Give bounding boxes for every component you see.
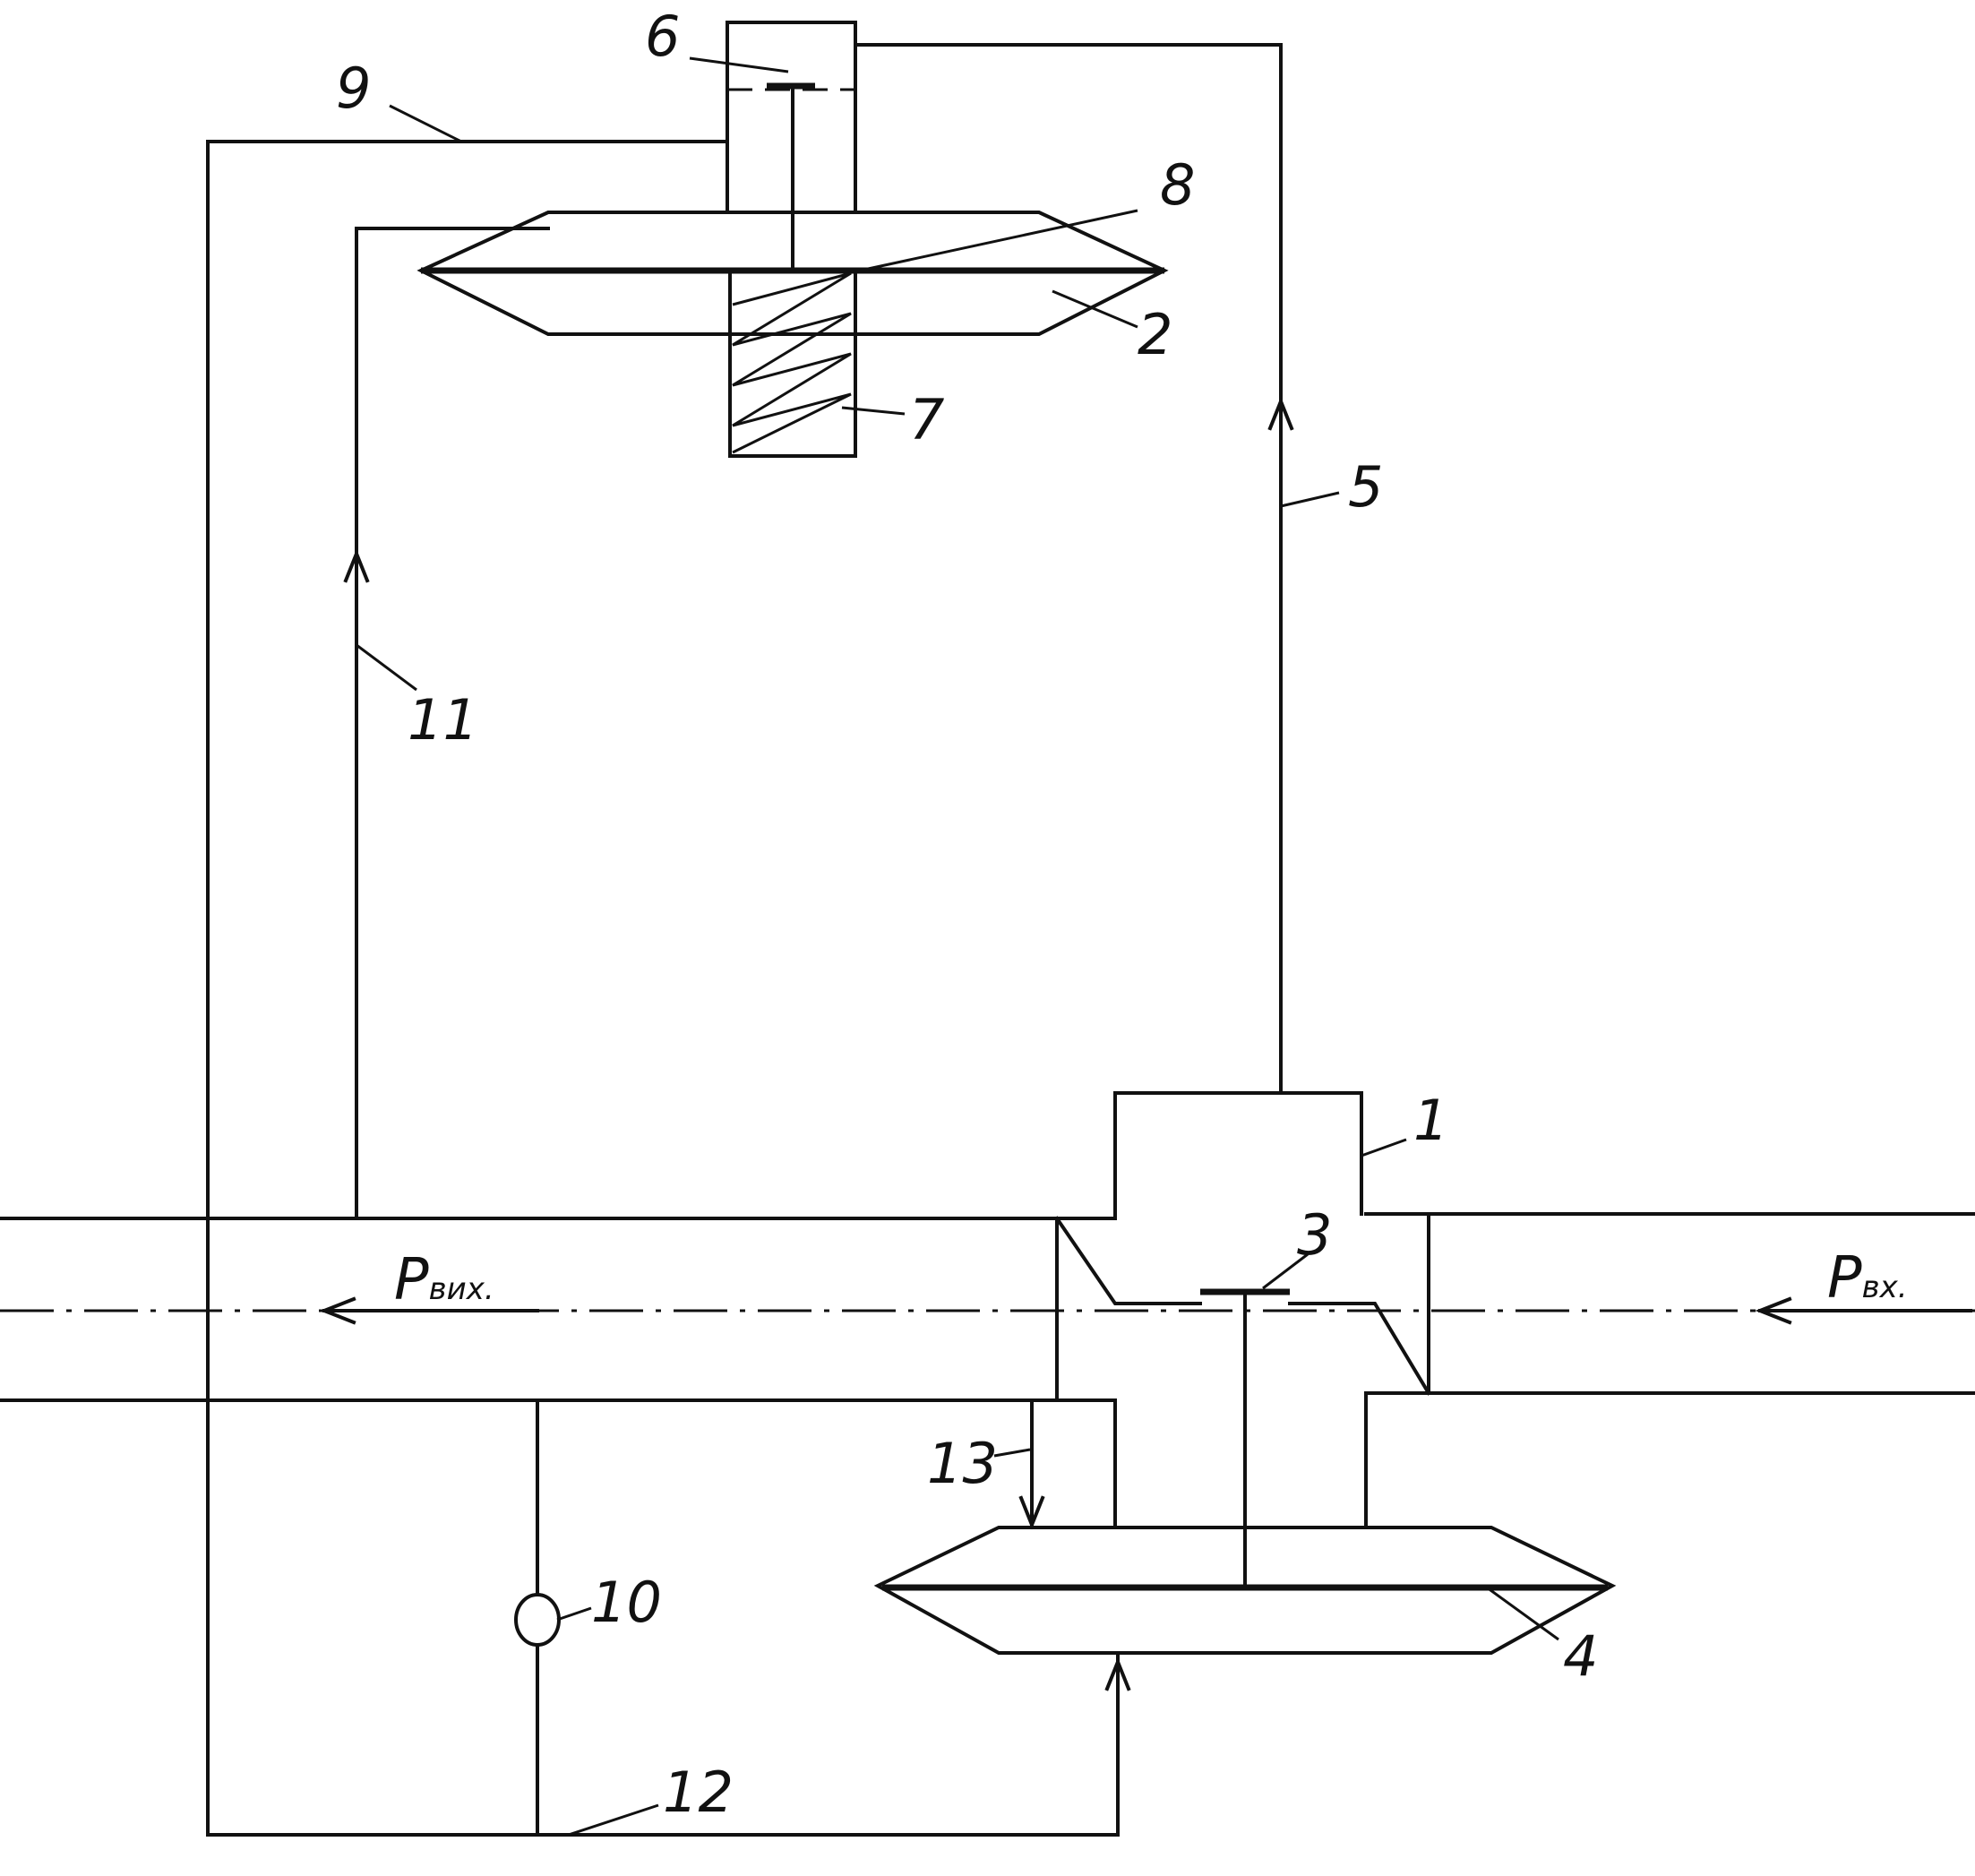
pipeline [0, 1212, 1975, 1402]
label-5: 5 [1348, 454, 1383, 520]
leader-lines [356, 56, 1559, 1837]
label-11: 11 [408, 687, 478, 753]
line-11 [343, 227, 550, 1220]
label-1: 1 [1413, 1088, 1448, 1153]
label-10: 10 [591, 1570, 662, 1635]
regulator-body [1054, 1091, 1431, 1529]
label-2: 2 [1138, 302, 1172, 367]
line-12 [514, 1398, 561, 1837]
valve-plug [1200, 1288, 1290, 1588]
label-3: 3 [1297, 1202, 1332, 1268]
label-6: 6 [645, 4, 680, 69]
label-13: 13 [927, 1431, 998, 1496]
throttle-10 [514, 1593, 561, 1647]
label-9: 9 [336, 56, 371, 121]
line-5 [854, 43, 1294, 1095]
label-8: 8 [1160, 152, 1195, 218]
line-9 [206, 140, 1131, 1837]
pilot-valve-housing [726, 21, 857, 272]
outlet-pressure-label: Pвих. [394, 1247, 494, 1313]
line-13 [1018, 1398, 1045, 1530]
label-12: 12 [663, 1760, 734, 1825]
flow-arrows [319, 1296, 1972, 1325]
spring-housing [728, 269, 857, 458]
label-7: 7 [909, 387, 944, 452]
spring [732, 271, 852, 454]
label-4: 4 [1563, 1623, 1598, 1689]
inlet-pressure-label: Pвх. [1827, 1245, 1908, 1312]
